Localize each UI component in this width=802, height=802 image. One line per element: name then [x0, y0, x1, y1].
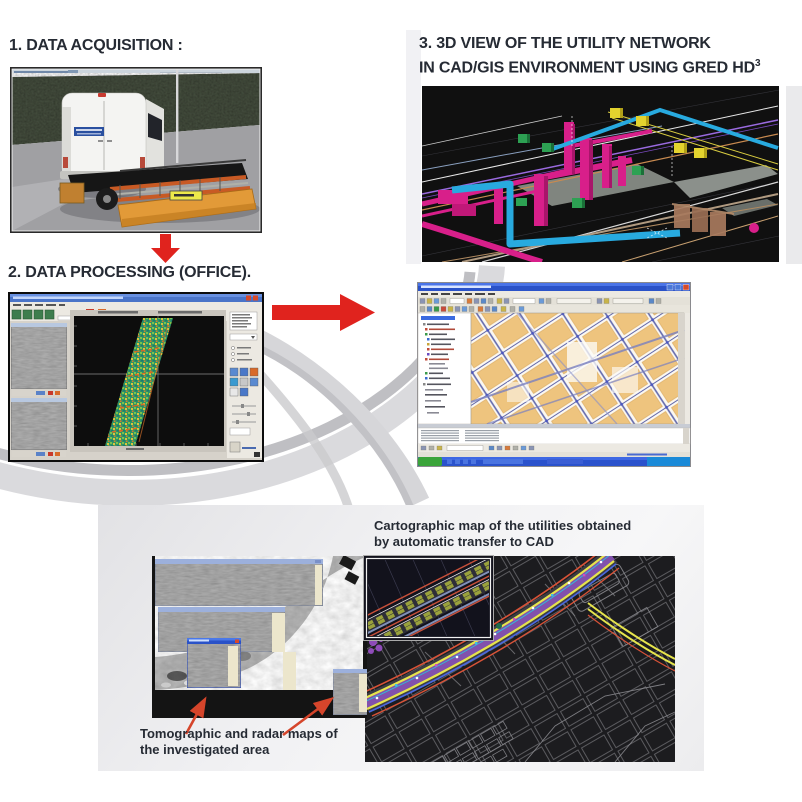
step3-heading-line2: IN CAD/GIS ENVIRONMENT USING GRED HD3: [419, 54, 799, 78]
gis-toolbar-row2: [418, 305, 690, 313]
gpr-antenna-array: [59, 159, 257, 228]
radar-window-4: [332, 668, 367, 716]
processing-title-bar: [10, 294, 262, 302]
cartographic-caption-line1: Cartographic map of the utilities obtain…: [374, 518, 632, 533]
photo-pole: [176, 69, 179, 163]
cad-inset-strip-map: [363, 555, 494, 641]
step1-heading-text: 1. DATA ACQUISITION :: [9, 37, 183, 54]
survey-van: [60, 92, 164, 179]
radargram-panel-top: [10, 322, 68, 396]
3d-utility-network-view: [422, 86, 779, 262]
annotation-arrows: [184, 696, 335, 737]
survey-van-photo: [10, 67, 262, 233]
right-edge-band: [786, 86, 802, 264]
radar-panel-strip: [283, 652, 296, 690]
step3-heading: 3. 3D VIEW OF THE UTILITY NETWORK IN CAD…: [419, 34, 799, 78]
step3-heading-superscript: 3: [754, 58, 761, 69]
cartographic-caption: Cartographic map of the utilities obtain…: [374, 518, 631, 550]
step2-heading: 2. DATA PROCESSING (OFFICE).: [8, 263, 251, 283]
step3-heading-line2-text: IN CAD/GIS ENVIRONMENT USING GRED HD: [419, 59, 755, 77]
tomographic-caption-line2: the investigated area: [140, 742, 270, 757]
arrow-right-icon: [272, 294, 375, 331]
gis-layer-tree-panel: [417, 312, 472, 425]
step2-heading-text: 2. DATA PROCESSING (OFFICE).: [8, 264, 252, 281]
gis-status-bar: [418, 452, 690, 457]
gis-bottom-toolbar: [418, 444, 690, 452]
gis-menu-bar: [418, 291, 690, 297]
processing-menu-bar: [10, 302, 262, 308]
gis-toolbar-row1: [418, 297, 690, 305]
processing-software-screenshot: [8, 292, 264, 462]
column-divider-band: [406, 30, 421, 264]
cyan-pipes: [451, 107, 779, 248]
tomographic-caption-line1: Tomographic and radar maps of: [140, 726, 338, 741]
step3-heading-line1: 3. 3D VIEW OF THE UTILITY NETWORK: [419, 35, 711, 52]
radargram-panel-bottom: [10, 397, 68, 457]
inset-road-lines: [368, 560, 489, 636]
green-cubes: [516, 134, 644, 208]
radar-window-3: [186, 637, 242, 689]
radar-window-1: [154, 558, 324, 607]
arrow-to-radar-window-icon: [282, 696, 335, 737]
step1-heading: 1. DATA ACQUISITION :: [9, 36, 183, 56]
arrow-down-icon: [151, 234, 180, 263]
radar-maps-collage: [152, 556, 367, 718]
gis-attribute-table: [417, 424, 691, 445]
gis-map-screenshot: [417, 282, 691, 467]
cartographic-caption-line2: by automatic transfer to CAD: [374, 534, 554, 549]
yellow-cubes: [610, 108, 707, 158]
tomographic-slice-plot: [70, 310, 226, 452]
windows-taskbar: [418, 457, 690, 466]
gis-title-bar: [418, 283, 690, 291]
gis-map-view: [470, 312, 685, 425]
processing-controls-panel: [227, 308, 262, 458]
tomographic-caption: Tomographic and radar maps of the invest…: [140, 726, 338, 758]
arrow-to-strip-icon: [184, 696, 207, 735]
brown-structures: [671, 203, 735, 236]
